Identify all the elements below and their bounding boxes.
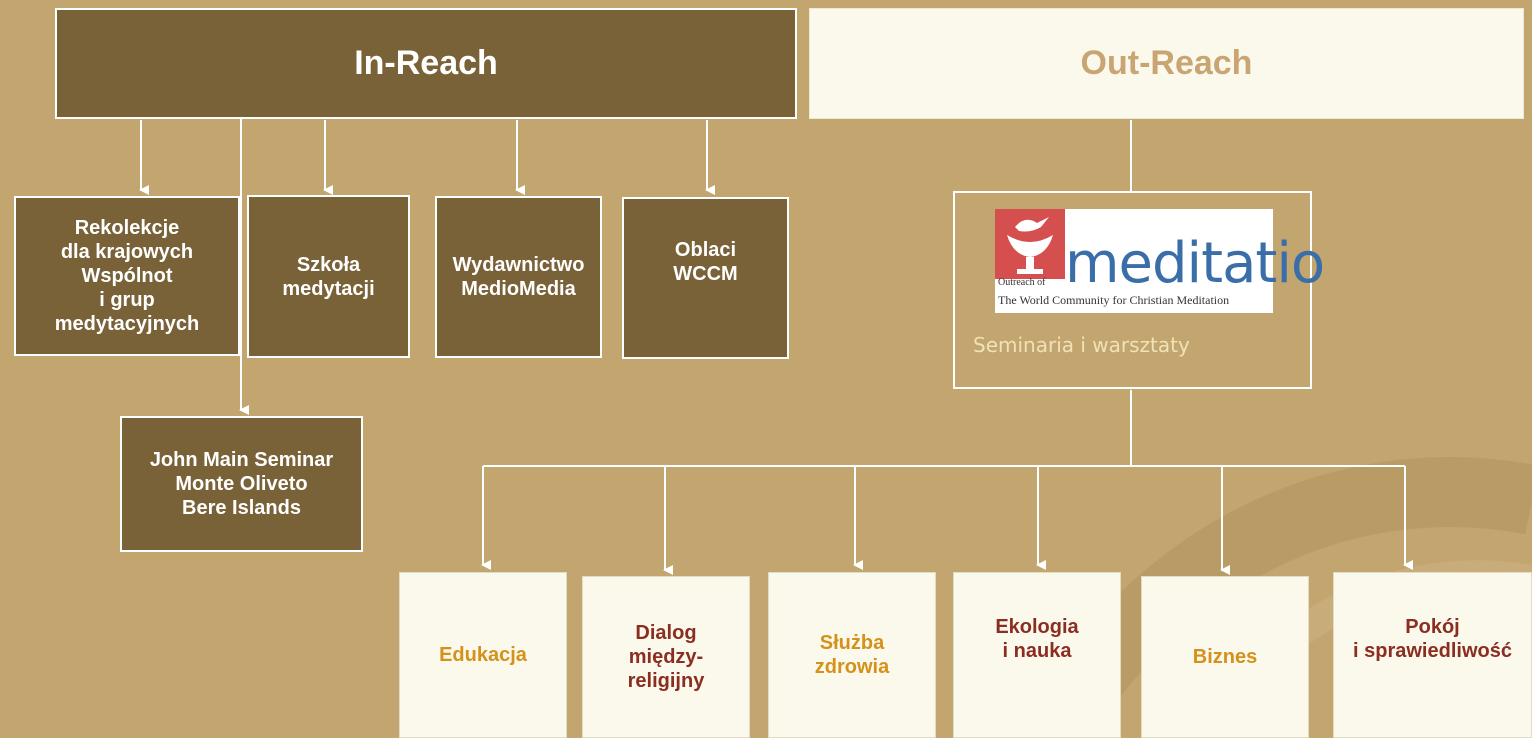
in-reach-item-seminar: John Main Seminar Monte Oliveto Bere Isl…: [120, 416, 363, 552]
out-reach-header: Out-Reach: [809, 8, 1524, 119]
meditatio-wordmark: meditatio: [1065, 231, 1325, 296]
area-label: Dialog między- religijny: [627, 622, 705, 692]
in-reach-item-oblates: Oblaci WCCM: [622, 197, 789, 359]
out-reach-area-interreligious-dialogue: Dialog między- religijny: [582, 576, 750, 738]
area-label: Pokój i sprawiedliwość: [1353, 616, 1512, 662]
in-reach-item-label: Szkoła medytacji: [282, 253, 375, 300]
area-label: Edukacja: [439, 644, 527, 666]
in-reach-item-school: Szkoła medytacji: [247, 195, 410, 358]
in-reach-header: In-Reach: [55, 8, 797, 119]
in-reach-item-label: Rekolekcje dla krajowych Wspólnot i grup…: [54, 217, 200, 335]
in-reach-title: In-Reach: [354, 44, 498, 83]
area-label: Biznes: [1192, 646, 1258, 668]
seminar-label: John Main Seminar Monte Oliveto Bere Isl…: [149, 449, 334, 519]
in-reach-item-label: Wydawnictwo MedioMedia: [452, 254, 585, 300]
meditatio-bird-bowl-icon: [995, 209, 1065, 279]
out-reach-area-education: Edukacja: [399, 572, 567, 738]
meditatio-box: meditatio Outreach of The World Communit…: [953, 191, 1325, 389]
out-reach-area-business: Biznes: [1141, 576, 1309, 738]
in-reach-item-label: Oblaci WCCM: [673, 239, 738, 285]
out-reach-area-ecology: Ekologia i nauka: [953, 572, 1121, 738]
out-reach-area-health: Służba zdrowia: [768, 572, 936, 738]
meditatio-prefix: Outreach of: [998, 277, 1046, 288]
out-reach-title: Out-Reach: [1080, 44, 1253, 83]
out-reach-area-peace-justice: Pokój i sprawiedliwość: [1333, 572, 1532, 738]
meditatio-subtitle: Seminaria i warsztaty: [973, 333, 1190, 357]
meditatio-logo: meditatio Outreach of The World Communit…: [995, 209, 1325, 313]
area-label: Służba zdrowia: [814, 632, 890, 678]
meditatio-organization: The World Community for Christian Medita…: [998, 293, 1230, 307]
area-label: Ekologia i nauka: [995, 616, 1079, 662]
in-reach-item-retreats: Rekolekcje dla krajowych Wspólnot i grup…: [14, 196, 240, 356]
in-reach-item-publishing: Wydawnictwo MedioMedia: [435, 196, 602, 358]
